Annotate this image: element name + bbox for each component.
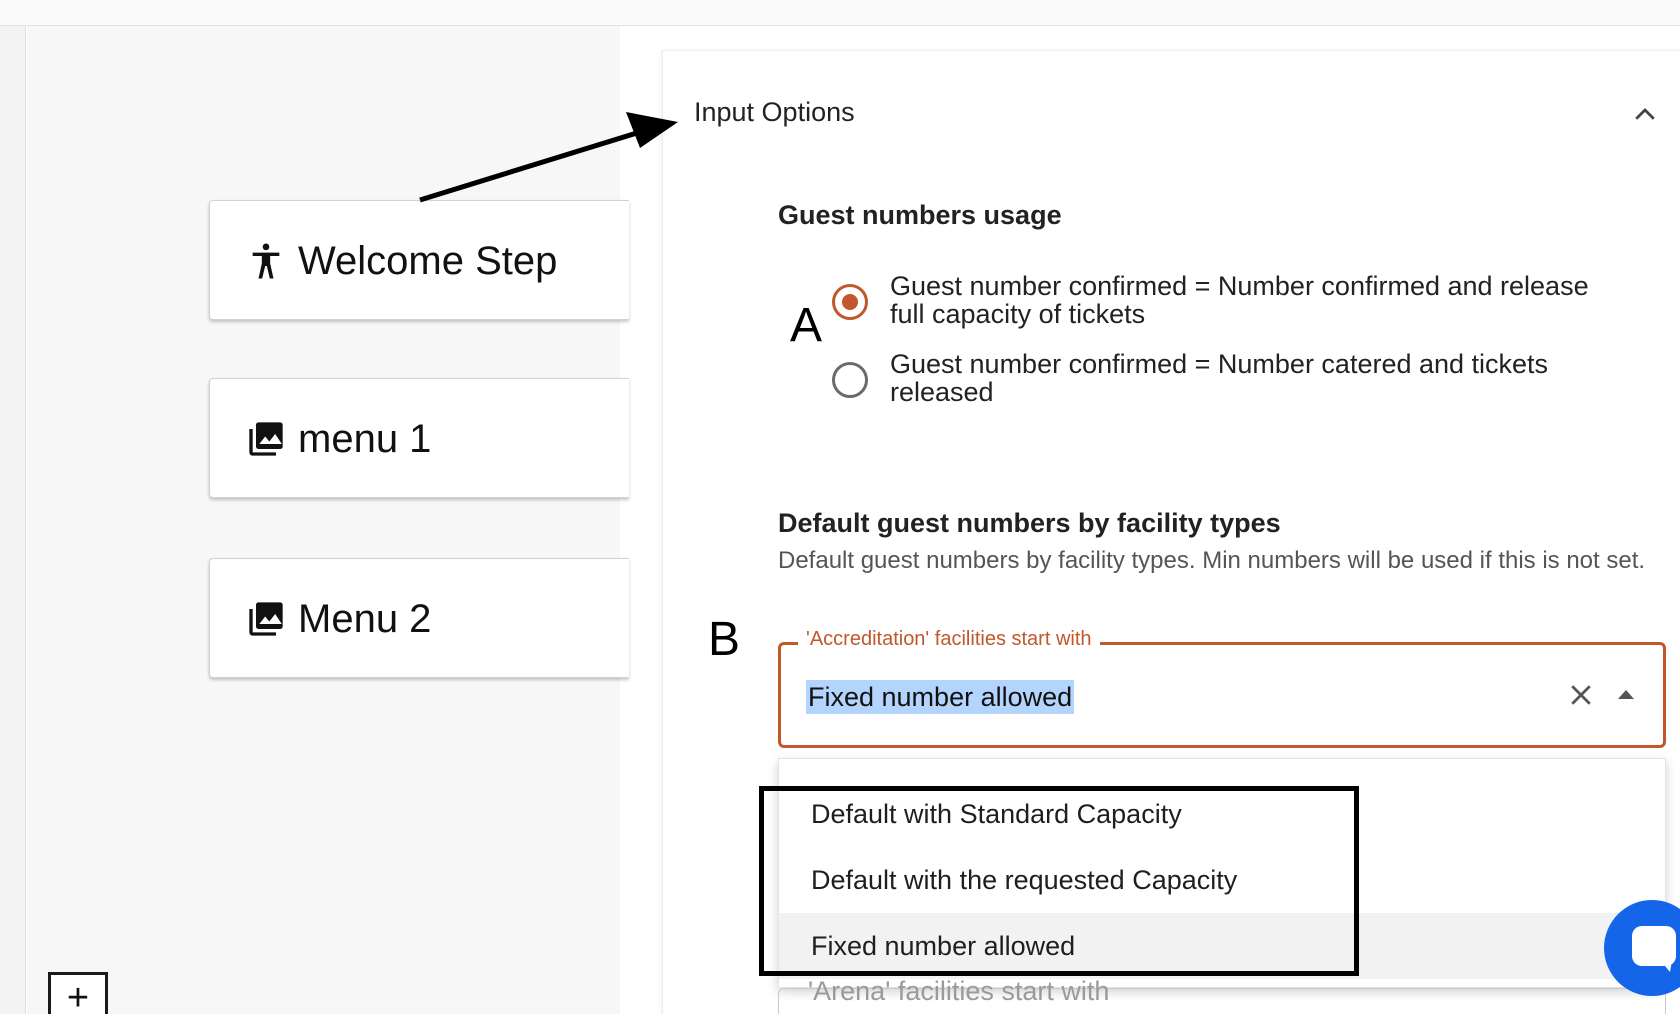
- add-step-button[interactable]: +: [48, 972, 108, 1014]
- facility-defaults-title: Default guest numbers by facility types: [778, 508, 1281, 538]
- radio-label-line: full capacity of tickets: [890, 299, 1146, 329]
- top-bar: [0, 0, 1680, 26]
- step-card-welcome[interactable]: Welcome Step: [209, 200, 629, 320]
- annotation-b: B: [708, 613, 741, 666]
- step-card-label: menu 1: [298, 417, 432, 461]
- radio-label-line: released: [890, 377, 994, 407]
- option-fixed-number[interactable]: Fixed number allowed: [779, 913, 1667, 979]
- left-rail: [0, 26, 26, 1014]
- chat-icon: [1632, 926, 1676, 966]
- arena-select[interactable]: [778, 988, 1666, 1014]
- radio-option-release-full[interactable]: Guest number confirmed = Number confirme…: [830, 272, 1680, 332]
- option-requested-capacity[interactable]: Default with the requested Capacity: [811, 865, 1238, 895]
- step-card-menu-1[interactable]: menu 1: [209, 378, 629, 498]
- photo-library-icon: [249, 422, 283, 456]
- radio-button-unchecked[interactable]: [832, 362, 868, 398]
- guest-usage-title: Guest numbers usage: [778, 200, 1062, 230]
- radio-button-checked[interactable]: [832, 284, 868, 320]
- step-card-menu-2[interactable]: Menu 2: [209, 558, 629, 678]
- radio-label-line: Guest number confirmed = Number catered …: [890, 349, 1549, 379]
- caret-up-icon[interactable]: [1614, 684, 1638, 704]
- select-dropdown: Default with Standard Capacity Default w…: [778, 758, 1667, 988]
- panel-title: Input Options: [694, 97, 855, 127]
- option-standard-capacity[interactable]: Default with Standard Capacity: [811, 799, 1182, 829]
- annotation-highlight-box: [759, 786, 1359, 976]
- radio-option-catered[interactable]: Guest number confirmed = Number catered …: [830, 350, 1680, 410]
- select-label: 'Accreditation' facilities start with: [798, 628, 1100, 651]
- steps-canvas: [27, 26, 620, 1014]
- radio-label-line: Guest number confirmed = Number confirme…: [890, 271, 1589, 301]
- close-icon[interactable]: [1566, 680, 1596, 710]
- chevron-up-icon[interactable]: [1630, 100, 1660, 130]
- facility-defaults-description: Default guest numbers by facility types.…: [778, 547, 1646, 574]
- radio-label: Guest number confirmed = Number confirme…: [890, 272, 1680, 328]
- step-card-label: Menu 2: [298, 597, 432, 641]
- annotation-a: A: [790, 299, 823, 352]
- chat-button[interactable]: [1604, 900, 1680, 996]
- accessibility-icon: [252, 243, 280, 279]
- chat-icon-tail: [1660, 960, 1672, 972]
- photo-library-icon: [249, 602, 283, 636]
- arena-select-label: 'Arena' facilities start with: [808, 976, 1110, 1006]
- step-card-label: Welcome Step: [298, 239, 558, 283]
- select-value[interactable]: Fixed number allowed: [806, 680, 1075, 714]
- radio-label: Guest number confirmed = Number catered …: [890, 350, 1680, 406]
